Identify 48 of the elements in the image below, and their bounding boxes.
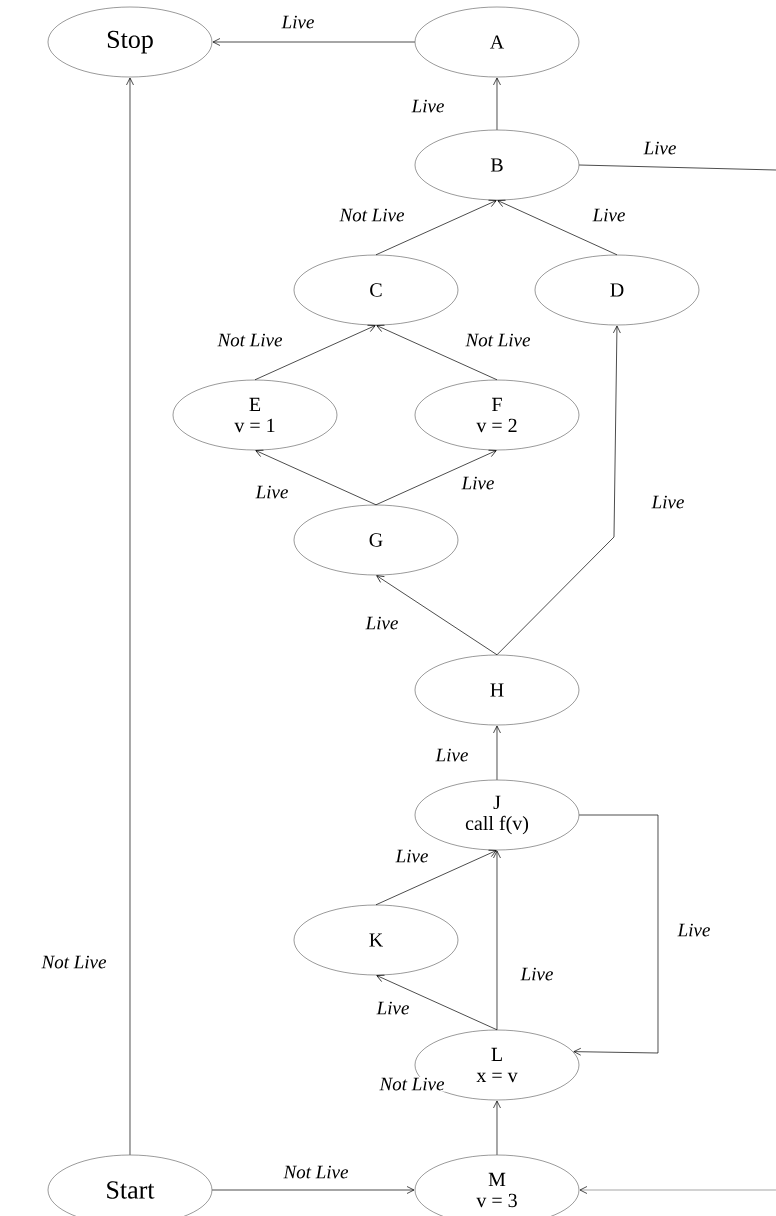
ellipse-node: E v = 1 [172,379,338,451]
arrow [493,850,501,1031]
edge-label: Live [461,476,494,490]
arrow [255,449,377,506]
arrow [375,449,497,506]
ellipse-node: F v = 2 [414,379,580,451]
arrow [126,77,134,1156]
edge-label: Live [677,923,710,937]
edge-label: Live [435,748,468,762]
edge-label: Live [365,616,398,630]
arrow [493,77,501,131]
ellipse-node: J call f(v) [414,779,580,851]
edge-label: Not Live [283,1165,349,1179]
edge-label: Live [520,967,553,981]
edge-label: Live [651,495,684,509]
arrow [496,325,621,656]
arrow [573,814,659,1056]
ellipse-node: G [293,504,459,576]
edge-label: Not Live [339,208,405,222]
arrow [254,324,376,381]
ellipse-node: Stop [47,6,213,78]
arrow [212,38,416,46]
edge-label: Live [281,15,314,29]
edge-label: Live [592,208,625,222]
edge-label: Not Live [465,333,530,347]
arrow [497,199,618,256]
arrow [493,725,501,781]
edge-label: Not Live [217,333,283,347]
ellipse-node: K [293,904,459,976]
arrow [493,1100,501,1156]
arrow [376,324,498,381]
edge-label: Live [395,849,428,863]
arrow [375,199,497,256]
ellipse-node: D [534,254,700,326]
ellipse-node: H [414,654,580,726]
arrow [375,849,497,906]
ellipse-node: B [414,129,580,201]
edge-label: Live [376,1001,409,1015]
ellipse-node: A [414,6,580,78]
edge-label: Live [255,485,288,499]
edge-label: Live [411,99,444,113]
arrow [376,974,498,1031]
edge-label: Live [643,141,676,155]
ellipse-node: C [293,254,459,326]
edge-label: Not Live [41,955,107,969]
arrow [211,1186,415,1194]
arrow [376,575,498,656]
edge-label: Not Live [379,1077,445,1091]
